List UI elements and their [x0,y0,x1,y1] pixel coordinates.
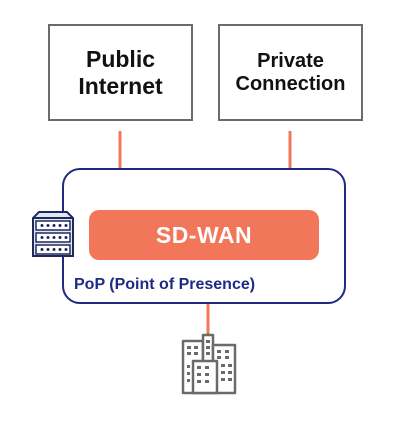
server-rack-icon [32,211,74,257]
private-connection-box: Private Connection [218,24,363,121]
private-connection-label: Private Connection [235,49,346,95]
sdwan-node: SD-WAN [89,210,319,260]
pop-label: PoP (Point of Presence) [74,276,256,293]
sdwan-label: SD-WAN [155,221,253,248]
public-internet-box: Public Internet [48,24,193,121]
office-building-icon [181,333,237,395]
public-internet-label: Public Internet [78,46,163,99]
